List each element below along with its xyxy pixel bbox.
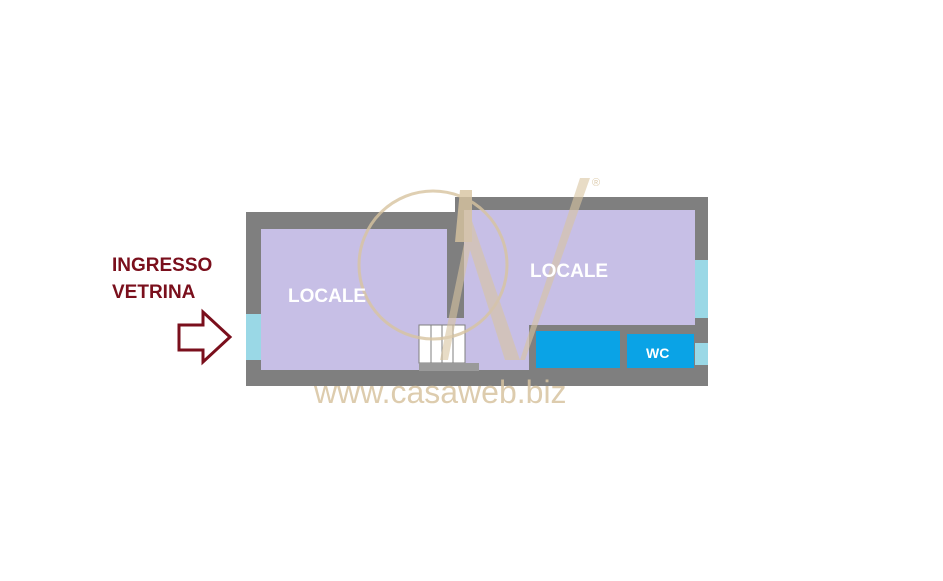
bathroom xyxy=(627,334,694,368)
left-room xyxy=(261,229,447,370)
entry-label-line2: VETRINA xyxy=(112,282,196,303)
bathroom-label: WC xyxy=(646,345,669,361)
right-window-upper xyxy=(695,260,708,318)
arrow-right-outline-icon xyxy=(177,308,233,366)
right-window-lower xyxy=(695,343,708,365)
entry-label-line1: INGRESSO xyxy=(112,255,212,276)
watermark-url: www.casaweb.biz xyxy=(313,374,567,410)
right-room-label: LOCALE xyxy=(530,261,608,282)
casaweb-w-logo-icon xyxy=(357,178,590,360)
shop-window xyxy=(246,314,261,360)
bathroom-antechamber xyxy=(536,331,620,368)
registered-mark: ® xyxy=(592,177,600,189)
left-room-label: LOCALE xyxy=(288,286,366,307)
